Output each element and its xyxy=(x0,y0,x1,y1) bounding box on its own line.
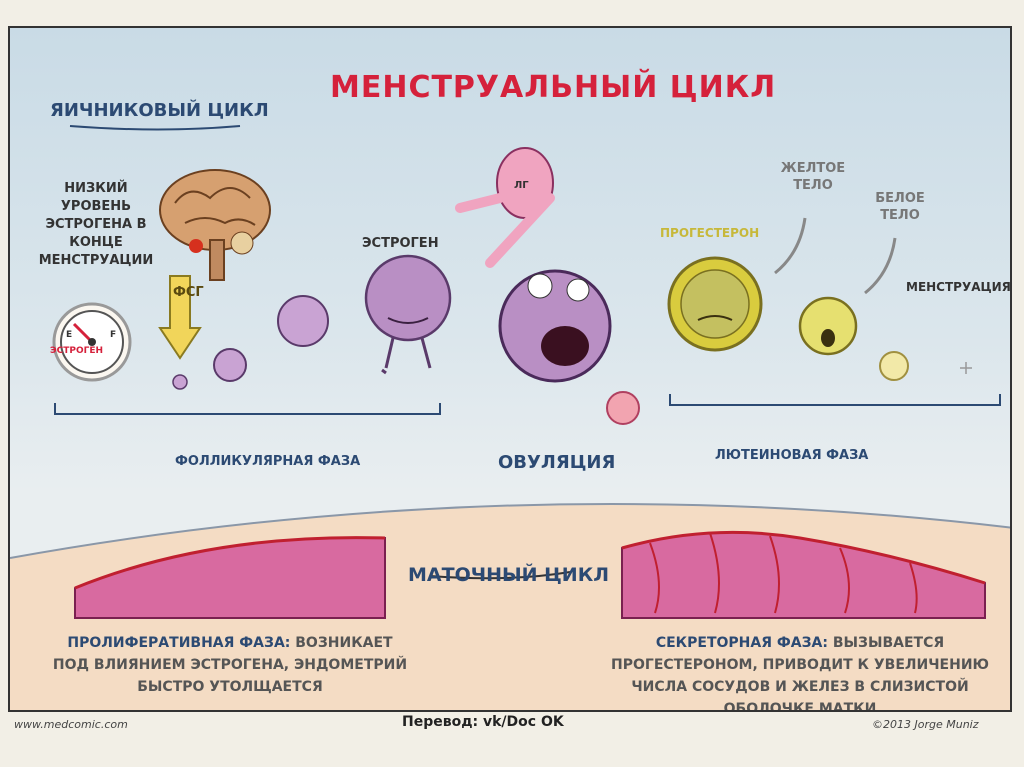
progesterone-label: ПРОГЕСТЕРОН xyxy=(660,226,759,240)
small-follicle-icon xyxy=(214,349,246,381)
estrogen-follicle-icon xyxy=(366,256,450,373)
ovulation-label: ОВУЛЯЦИЯ xyxy=(498,452,615,473)
translation-credit: Перевод: vk/Doc OK xyxy=(402,714,564,730)
ovulating-follicle-icon xyxy=(500,271,610,381)
gauge-empty-mark: E xyxy=(66,330,72,340)
follicular-phase-label: ФОЛЛИКУЛЯРНАЯ ФАЗА xyxy=(175,454,360,469)
sparkle-icon xyxy=(960,362,972,374)
illustration xyxy=(10,28,1012,712)
proliferative-description: ПРОЛИФЕРАТИВНАЯ ФАЗА: ВОЗНИКАЕТ ПОД ВЛИЯ… xyxy=(50,632,410,698)
lh-label: ЛГ xyxy=(514,180,529,191)
lh-character-icon xyxy=(460,148,553,263)
corpus-albicans-icon xyxy=(800,298,856,354)
corpus-luteum-label: ЖЕЛТОЕ ТЕЛО xyxy=(778,160,848,194)
corpus-luteum-icon xyxy=(669,258,761,350)
corpus-luteum-arrow-icon xyxy=(775,218,805,273)
luteal-phase-label: ЛЮТЕИНОВАЯ ФАЗА xyxy=(715,448,868,463)
brain-icon xyxy=(160,170,270,280)
small-corpus-icon xyxy=(880,352,908,380)
tiny-follicle-icon xyxy=(173,375,187,389)
site-credit: www.medcomic.com xyxy=(14,718,128,731)
estrogen-label: ЭСТРОГЕН xyxy=(362,236,439,251)
gauge-full-mark: F xyxy=(110,330,116,340)
low-estrogen-note: НИЗКИЙ УРОВЕНЬ ЭСТРОГЕНА В КОНЦЕ МЕНСТРУ… xyxy=(36,180,156,270)
ovarian-cycle-heading: ЯИЧНИКОВЫЙ ЦИКЛ xyxy=(50,100,269,121)
gauge-label: ЭСТРОГЕН xyxy=(50,346,103,356)
uterine-cycle-heading: МАТОЧНЫЙ ЦИКЛ xyxy=(408,564,609,586)
proliferative-phase-label: ПРОЛИФЕРАТИВНАЯ ФАЗА: xyxy=(67,635,290,651)
fsh-label: ФСГ xyxy=(173,286,187,300)
copyright: ©2013 Jorge Muniz xyxy=(872,718,979,731)
menstruation-label: МЕНСТРУАЦИЯ xyxy=(906,280,1011,294)
ovarian-underline xyxy=(70,126,240,130)
secretory-description: СЕКРЕТОРНАЯ ФАЗА: ВЫЗЫВАЕТСЯ ПРОГЕСТЕРОН… xyxy=(590,632,1010,712)
estrogen-gauge-icon xyxy=(54,304,130,380)
corpus-albicans-arrow-icon xyxy=(865,238,895,293)
medium-follicle-icon xyxy=(278,296,328,346)
page-title: МЕНСТРУАЛЬНЫЙ ЦИКЛ xyxy=(330,70,776,105)
luteal-bracket xyxy=(670,394,1000,405)
corpus-albicans-label: БЕЛОЕ ТЕЛО xyxy=(870,190,930,224)
secretory-phase-label: СЕКРЕТОРНАЯ ФАЗА: xyxy=(656,635,828,651)
egg-icon xyxy=(607,392,639,424)
comic-panel: МЕНСТРУАЛЬНЫЙ ЦИКЛ ЯИЧНИКОВЫЙ ЦИКЛ НИЗКИ… xyxy=(8,26,1012,712)
follicular-bracket xyxy=(55,403,440,414)
